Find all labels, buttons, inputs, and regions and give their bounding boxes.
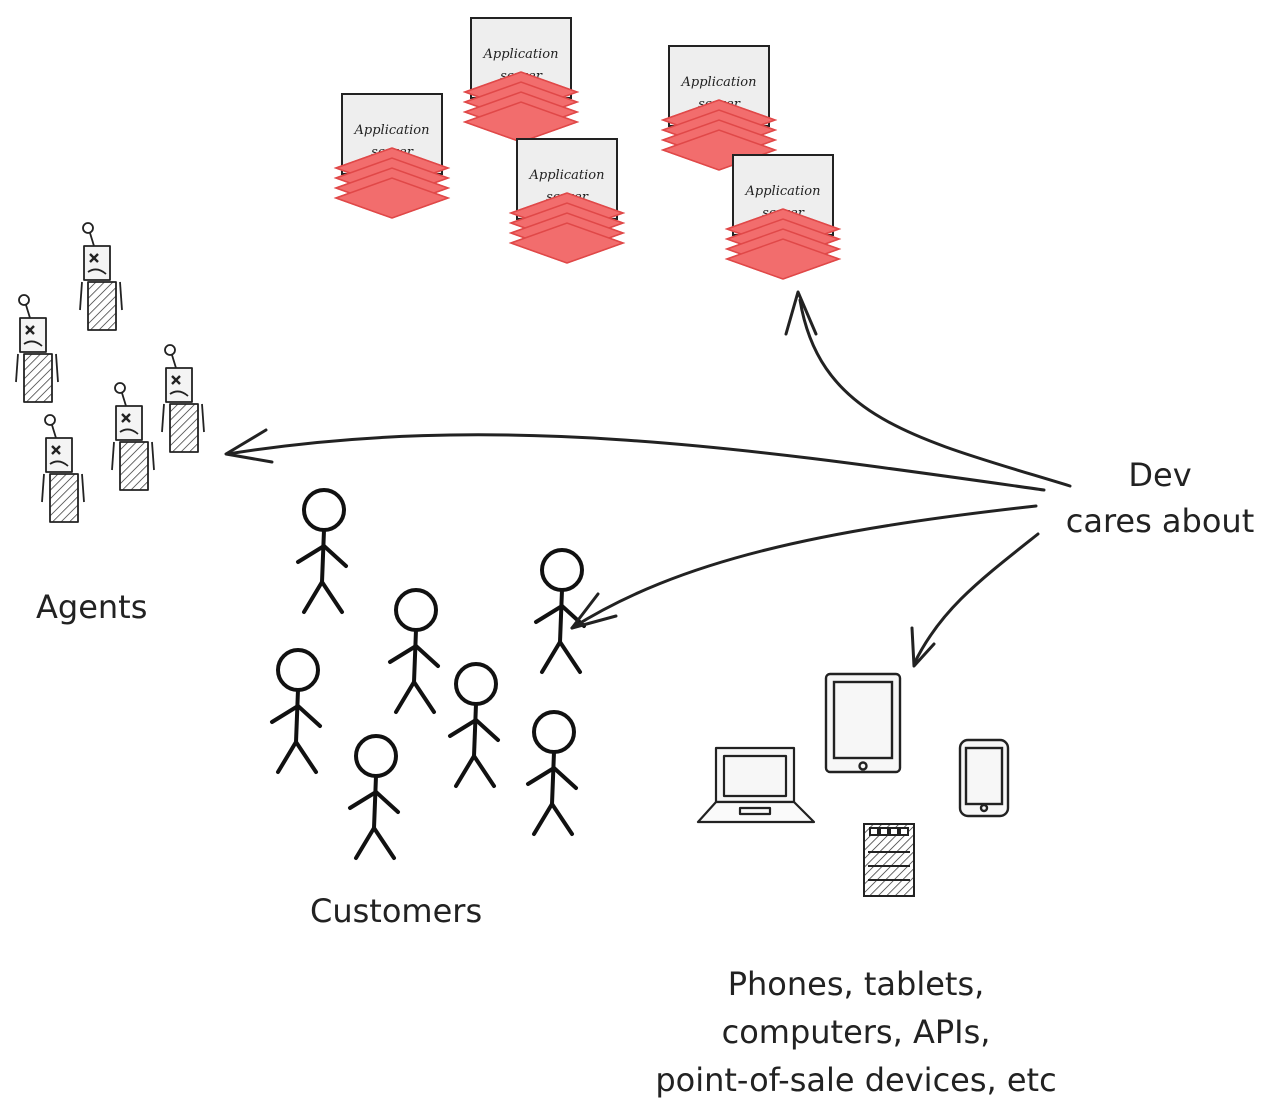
arrow-to-servers [784,290,1072,488]
server-label: Application [681,75,757,90]
customer-figure [448,662,500,788]
agent-robot [78,221,124,332]
dev-label: Dev cares about [1060,452,1260,544]
devices-label-line3: point-of-sale devices, etc [655,1061,1057,1099]
server-label: Application [529,168,605,183]
customer-figure [526,710,578,836]
customers-label: Customers [310,892,483,930]
dev-label-line2: cares about [1065,502,1255,540]
devices-label-line1: Phones, tablets, [727,965,985,1003]
arrow-to-agents [224,428,1046,492]
customer-figure [348,734,400,860]
server-label: Application [745,184,821,199]
application-server: Applicationserver [508,138,626,264]
tablet-icon [824,672,902,774]
arrow-to-devices [910,532,1040,668]
dev-label-line1: Dev [1128,456,1192,494]
devices-label: Phones, tablets, computers, APIs, point-… [636,960,1076,1104]
agents-label: Agents [36,588,148,626]
customer-figure [534,548,586,674]
server-label: Application [483,47,559,62]
agent-robot [110,381,156,492]
arrow-to-customers [570,504,1038,630]
pos-terminal-icon [863,823,915,897]
phone-icon [958,738,1010,818]
laptop-icon [696,746,816,824]
agents-group [14,221,206,524]
application-server: Applicationserver [724,154,842,280]
agent-robot [160,343,206,454]
application-server: Applicationserver [462,17,580,143]
devices-label-line2: computers, APIs, [721,1013,991,1051]
customer-figure [388,588,440,714]
customer-figure [296,488,348,614]
server-label: Application [354,123,430,138]
application-server: Applicationserver [333,93,451,219]
application-server: Applicationserver [660,45,778,171]
customer-figure [270,648,322,774]
agent-robot [14,293,60,404]
agent-robot [40,413,86,524]
customers-group [270,488,586,860]
